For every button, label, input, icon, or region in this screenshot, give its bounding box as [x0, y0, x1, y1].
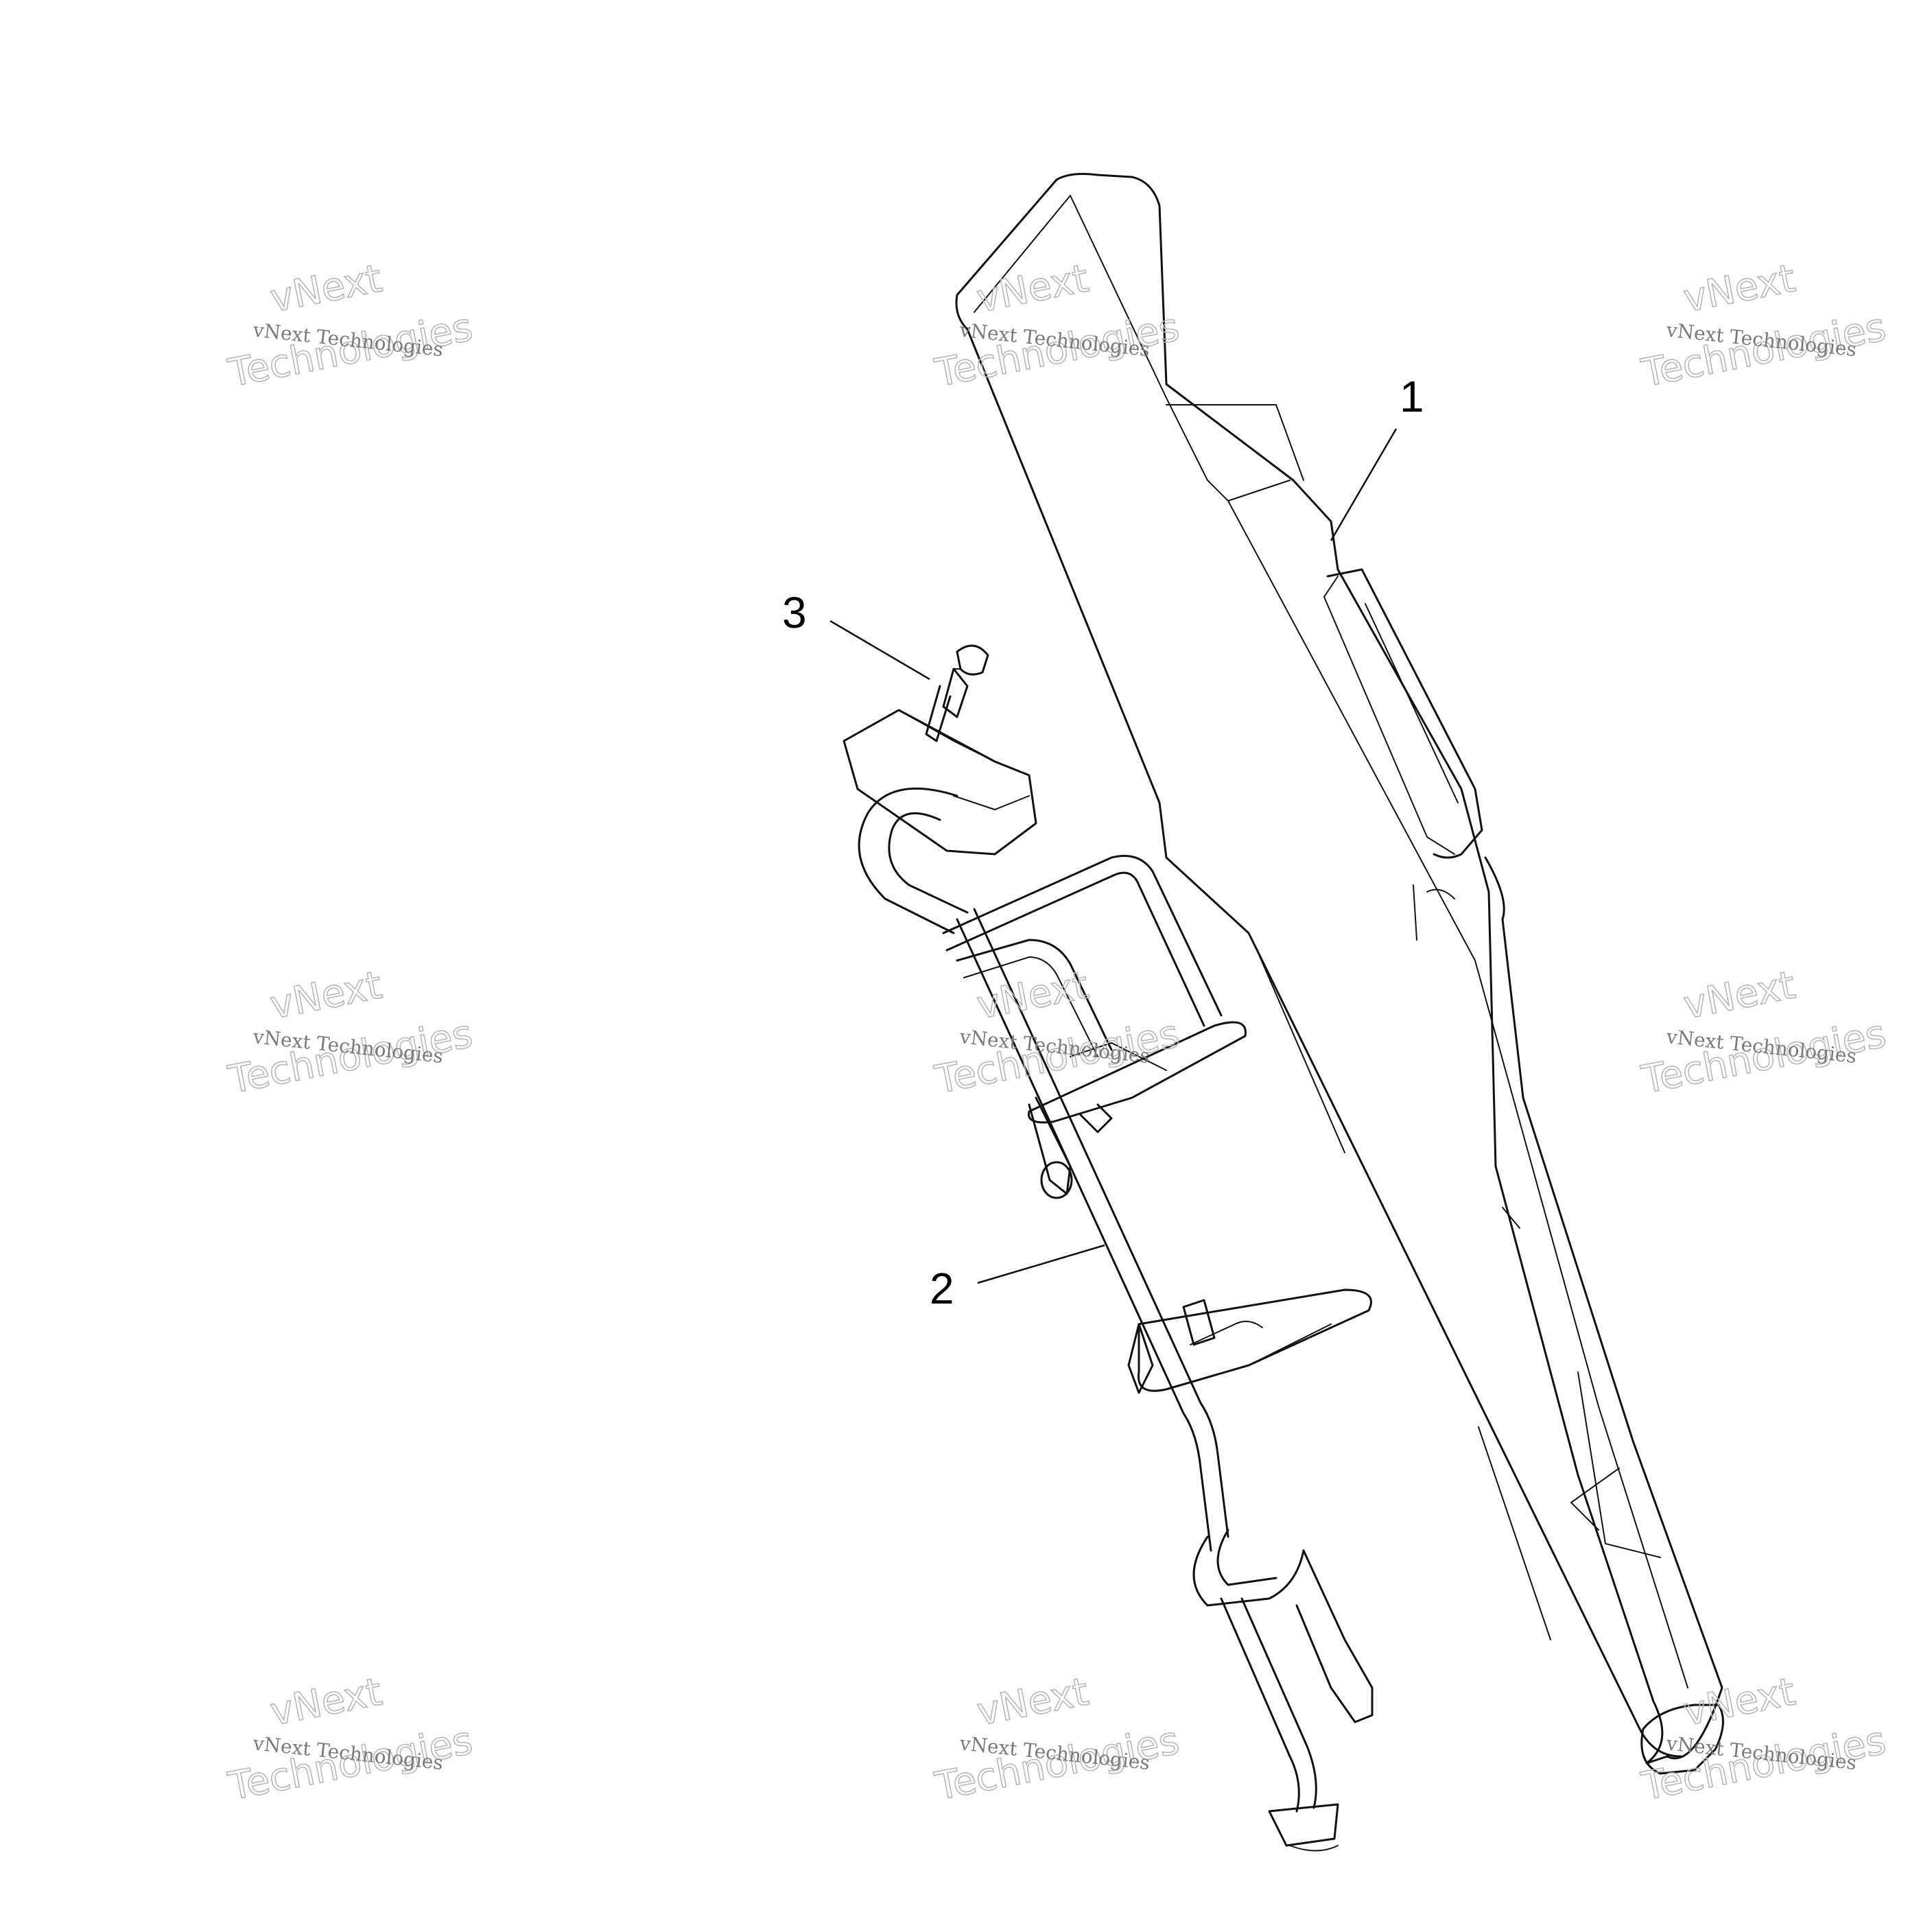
bracket-part-2	[843, 709, 1374, 1852]
clip-part-3	[925, 644, 989, 742]
watermark: vNext Technologies vNext Technologies	[931, 1669, 1183, 1810]
leader-line-2	[977, 1244, 1105, 1284]
svg-text:vNext: vNext	[974, 256, 1092, 321]
svg-text:vNext: vNext	[1680, 1669, 1799, 1734]
svg-text:vNext: vNext	[974, 1669, 1092, 1734]
svg-text:vNext: vNext	[267, 1669, 386, 1734]
watermark: vNext Technologies vNext Technologies	[224, 1669, 477, 1810]
watermark: vNext Technologies vNext Technologies	[1638, 963, 1890, 1103]
watermark: vNext Technologies vNext Technologies	[224, 963, 477, 1103]
svg-text:vNext: vNext	[267, 963, 386, 1028]
callout-3: 3	[782, 588, 807, 637]
svg-text:vNext: vNext	[1680, 256, 1799, 321]
leader-line-3	[829, 620, 930, 681]
callout-1: 1	[1400, 372, 1424, 421]
svg-text:vNext: vNext	[974, 963, 1092, 1028]
svg-text:vNext: vNext	[267, 256, 386, 321]
callout-2: 2	[930, 1264, 954, 1313]
svg-text:vNext: vNext	[1680, 963, 1799, 1028]
watermark: vNext Technologies vNext Technologies	[1638, 1669, 1890, 1810]
leader-line-1	[1330, 428, 1398, 541]
gun-case-part-1	[955, 173, 1724, 1775]
watermark: vNext Technologies vNext Technologies	[1638, 256, 1890, 397]
watermark: vNext Technologies vNext Technologies	[224, 256, 477, 397]
watermark-grid: vNext Technologies vNext Technologies vN…	[224, 256, 1890, 1810]
watermark: vNext Technologies vNext Technologies	[931, 963, 1183, 1103]
watermark: vNext Technologies vNext Technologies	[931, 256, 1183, 397]
